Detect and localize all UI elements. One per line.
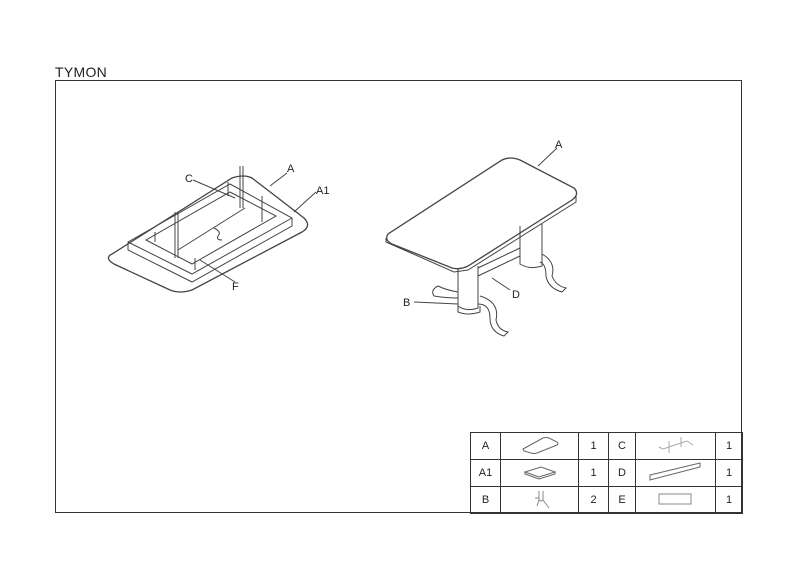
part-qty: 1 xyxy=(578,459,609,487)
bracket-icon xyxy=(635,432,716,460)
part-code: B xyxy=(470,486,501,514)
assembled-table xyxy=(385,147,578,337)
label-A-right: A xyxy=(555,139,563,151)
drawing-frame xyxy=(55,80,742,513)
foot-left xyxy=(432,285,459,299)
part-code: C xyxy=(608,432,636,460)
frame-outline xyxy=(127,183,293,283)
label-F: F xyxy=(232,281,239,293)
tabletop-icon xyxy=(500,432,579,460)
frame-icon xyxy=(500,459,579,487)
beam-D xyxy=(477,247,521,277)
part-code: A1 xyxy=(470,459,501,487)
label-A1: A1 xyxy=(316,185,329,197)
parts-row: A1 1 D 1 xyxy=(470,459,743,487)
tabletop-outline xyxy=(107,175,309,293)
label-B: B xyxy=(403,297,410,309)
leader-D xyxy=(491,277,511,291)
document-title: TYMON xyxy=(55,64,108,80)
label-A: A xyxy=(287,163,295,175)
underside-view xyxy=(107,166,317,293)
part-qty: 2 xyxy=(578,486,609,514)
part-code: A xyxy=(470,432,501,460)
parts-row: A 1 C 1 xyxy=(470,432,743,460)
panel-icon xyxy=(635,486,716,514)
tabletop xyxy=(386,157,578,270)
part-qty: 1 xyxy=(715,432,743,460)
part-code: E xyxy=(608,486,636,514)
leader-A1 xyxy=(293,191,317,213)
foot-front xyxy=(477,295,510,337)
parts-list: A 1 C 1 A1 1 D 1 B 2 E 1 xyxy=(470,432,743,514)
leader-A xyxy=(537,147,558,167)
part-qty: 1 xyxy=(578,432,609,460)
beam-icon xyxy=(635,459,716,487)
leg-icon xyxy=(500,486,579,514)
pedestal-front xyxy=(457,266,479,311)
parts-row: B 2 E 1 xyxy=(470,486,743,514)
label-D: D xyxy=(512,289,520,301)
label-C: C xyxy=(185,173,193,185)
part-qty: 1 xyxy=(715,459,743,487)
part-code: D xyxy=(608,459,636,487)
leader-B xyxy=(413,301,459,305)
pedestal-back xyxy=(519,224,543,269)
leader-C xyxy=(192,179,236,199)
leader-F xyxy=(199,259,236,283)
leader-A xyxy=(269,172,288,187)
part-qty: 1 xyxy=(715,486,743,514)
foot-back xyxy=(539,253,568,293)
